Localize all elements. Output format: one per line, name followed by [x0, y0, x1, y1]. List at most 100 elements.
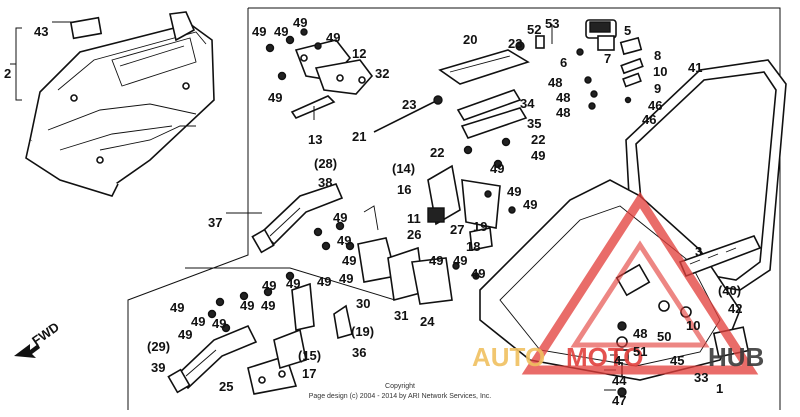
callout-l14: (14): [392, 161, 415, 176]
part-18: [469, 227, 493, 251]
callout-l38: 38: [318, 175, 332, 190]
latch-parts-9-10: [584, 57, 644, 110]
callout-l52: 52: [527, 22, 541, 37]
callout-l49h: 49: [507, 184, 521, 199]
callout-l39: 39: [151, 360, 165, 375]
callout-l16: 16: [397, 182, 411, 197]
callout-l13: 13: [308, 132, 322, 147]
lock-assembly-5: [576, 19, 643, 56]
callout-l49c: 49: [293, 15, 307, 30]
callout-l49l: 49: [453, 253, 467, 268]
callout-l49i: 49: [523, 197, 537, 212]
callout-l49g: 49: [490, 161, 504, 176]
callout-l22b: 22: [430, 145, 444, 160]
callout-l48d: 48: [633, 326, 647, 341]
callout-l42: 42: [728, 301, 742, 316]
callout-l29: (29): [147, 339, 170, 354]
bracket-stack-34-35: [456, 89, 528, 155]
callout-l3: 3: [695, 244, 702, 259]
bracket-2: [15, 27, 22, 101]
callout-l49y: 49: [178, 327, 192, 342]
callout-l49w: 49: [191, 314, 205, 329]
fwd-arrow-icon: [14, 344, 40, 358]
callout-l49t: 49: [240, 298, 254, 313]
callout-l18: 18: [466, 239, 480, 254]
callout-l23a: 23: [508, 36, 522, 51]
callout-l41: 41: [688, 60, 702, 75]
bracket-15: [291, 282, 315, 331]
bracket-17: [273, 328, 307, 370]
key-part: [363, 205, 379, 231]
saddlebag-assembly: [25, 11, 215, 197]
callout-l49q: 49: [471, 266, 485, 281]
callout-l49x: 49: [212, 316, 226, 331]
callout-l49r: 49: [262, 278, 276, 293]
callout-l49j: 49: [333, 210, 347, 225]
callout-l34: 34: [520, 96, 535, 111]
callout-l27: 27: [450, 222, 464, 237]
callout-l53: 53: [545, 16, 559, 31]
group-outline-lower: [185, 267, 396, 301]
callout-l49a: 49: [252, 24, 266, 39]
callout-l49k: 49: [337, 233, 351, 248]
callout-l48c: 48: [556, 105, 570, 120]
callout-l24: 24: [420, 314, 435, 329]
callout-l7: 7: [604, 51, 611, 66]
bolts-lower-cluster: [207, 271, 295, 333]
block-11: [427, 207, 445, 223]
callout-l10b: 10: [686, 318, 700, 333]
callout-l51: 51: [633, 344, 647, 359]
callout-l49s: 49: [286, 276, 300, 291]
callout-l22a: 22: [531, 132, 545, 147]
callout-l30: 30: [356, 296, 370, 311]
watermark-text-hub: HUB: [708, 342, 764, 372]
callout-l49e: 49: [268, 90, 282, 105]
fwd-label: FWD: [29, 319, 62, 348]
grommet-50: [658, 300, 670, 312]
callout-l15: (15): [298, 348, 321, 363]
copyright-line1: Copyright: [385, 383, 415, 390]
support-bracket-38: [251, 183, 344, 254]
callout-l49f: 49: [531, 148, 545, 163]
callout-l50: 50: [657, 329, 671, 344]
saddlebag-latch: [169, 11, 196, 42]
callout-l49v: 49: [170, 300, 184, 315]
group-outline-main: [248, 7, 781, 410]
callout-l46b: 46: [642, 112, 656, 127]
callout-l5: 5: [624, 23, 631, 38]
callout-l49n: 49: [317, 274, 331, 289]
callout-l2: 2: [4, 66, 11, 81]
callout-l21: 21: [352, 129, 366, 144]
callout-l8: 8: [654, 48, 661, 63]
callout-l6: 6: [560, 55, 567, 70]
group-outline-left: [127, 8, 249, 410]
callout-l11: 11: [407, 211, 421, 226]
callout-l46a: 46: [648, 98, 662, 113]
clip-36: [333, 304, 353, 340]
copyright-line2: Page design (c) 2004 - 2014 by ARI Netwo…: [309, 393, 492, 400]
callout-l17: 17: [302, 366, 316, 381]
callout-l49u: 49: [261, 298, 275, 313]
watermark-text-moto: MOTO: [566, 342, 644, 372]
callout-l10: 10: [653, 64, 667, 79]
callout-l31: 31: [394, 308, 408, 323]
bolts-upper-cluster: [265, 28, 322, 81]
callout-l49m: 49: [342, 253, 356, 268]
watermark-logo: [521, 191, 759, 375]
callout-l36: 36: [352, 345, 366, 360]
callout-l44: 44: [612, 373, 627, 388]
callout-l45: 45: [670, 353, 684, 368]
callout-l49d: 49: [326, 30, 340, 45]
plate-20: [438, 49, 530, 85]
callout-l32: 32: [375, 66, 389, 81]
callout-l33: 33: [694, 370, 708, 385]
callout-l49b: 49: [274, 24, 288, 39]
rod-21: [373, 99, 439, 133]
link-13: [290, 95, 336, 119]
callout-l43: 43: [34, 24, 48, 39]
callout-l40: (40): [718, 283, 741, 298]
collar-52: [535, 35, 545, 49]
callout-l9: 9: [654, 81, 661, 96]
